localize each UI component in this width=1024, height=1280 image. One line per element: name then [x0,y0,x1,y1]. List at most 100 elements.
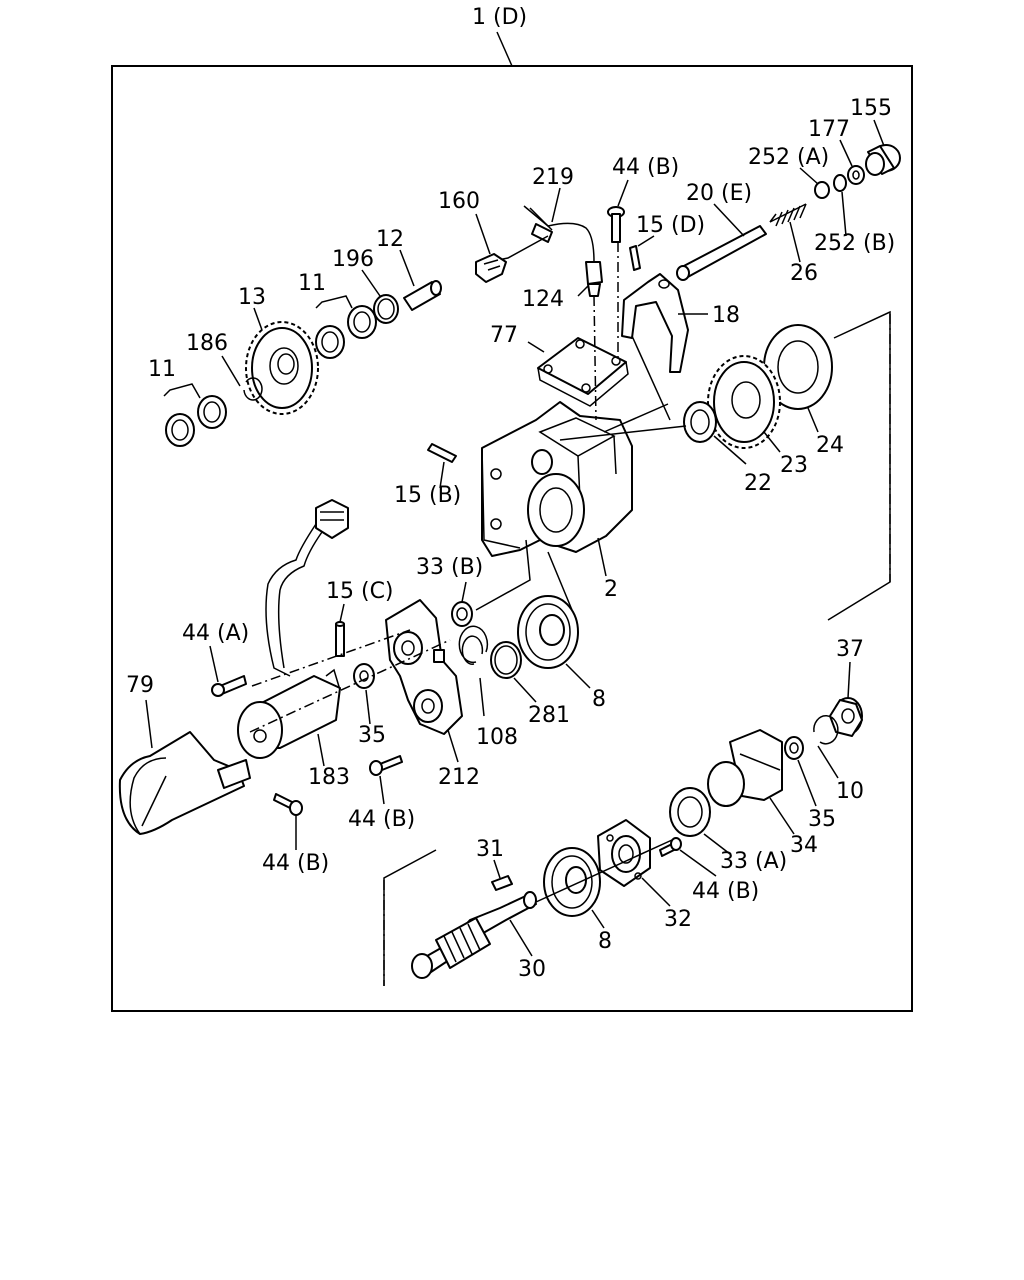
dowel-12[interactable] [403,280,442,311]
washer-33b[interactable] [451,601,473,627]
bolt-44b-mid[interactable] [369,755,403,776]
callout-24: 24 [816,433,844,458]
callout-212: 212 [438,765,480,790]
callout-79: 79 [126,673,154,698]
callout-11-mid: 11 [298,271,326,296]
washer-22[interactable] [683,401,717,443]
connector-160[interactable] [475,253,507,283]
centerline-actuator [249,639,451,733]
callout-44b-low: 44 (B) [692,879,759,904]
axis-housing-bearing [547,551,573,611]
pin-15d[interactable] [629,245,641,271]
shift-fork-18[interactable] [621,273,689,373]
shift-rail-20e[interactable] [676,225,767,281]
callout-26: 26 [790,261,818,286]
housing-2[interactable] [481,401,633,557]
bolt-44b-left[interactable] [273,793,303,816]
spring-26[interactable] [769,203,807,227]
sensor-harness-connector[interactable] [265,499,349,677]
callout-37: 37 [836,637,864,662]
bearing-177[interactable] [847,165,865,185]
bearing-11-mid[interactable] [315,305,377,359]
nut-37[interactable] [829,697,863,737]
callout-30: 30 [518,957,546,982]
callout-13: 13 [238,285,266,310]
callout-15d: 15 (D) [636,213,705,238]
callout-160: 160 [438,189,480,214]
callout-8-mid: 8 [592,687,606,712]
axis-lower [535,839,673,903]
callout-44a: 44 (A) [182,621,249,646]
callout-124: 124 [522,287,564,312]
axis-housing-left [475,539,531,611]
callout-177: 177 [808,117,850,142]
callout-15b: 15 (B) [394,483,461,508]
callout-33a: 33 (A) [720,849,787,874]
bolt-44b-low[interactable] [659,837,682,857]
centerline-bolt [251,629,411,687]
pin-15b[interactable] [427,443,457,463]
snap-ring-186[interactable] [243,377,263,401]
callout-281: 281 [528,703,570,728]
callout-20e: 20 (E) [686,181,752,206]
shaft-30[interactable] [411,891,537,979]
callout-31: 31 [476,837,504,862]
callout-22: 22 [744,471,772,496]
callout-108: 108 [476,725,518,750]
shim-281[interactable] [490,641,522,679]
cover-79[interactable] [118,731,251,835]
washer-252b[interactable] [833,174,847,192]
bearing-8-low[interactable] [543,847,601,917]
callout-35-left: 35 [358,723,386,748]
washer-35-right[interactable] [784,736,804,760]
callout-186: 186 [186,331,228,356]
callout-8-low: 8 [598,929,612,954]
bolt-44a[interactable] [211,675,247,697]
callout-44b-top: 44 (B) [612,155,679,180]
axis-upper [559,425,687,441]
callout-252a: 252 (A) [748,145,829,170]
seal-33a[interactable] [669,787,711,837]
cover-plate-77[interactable] [537,337,629,407]
bracket-right-upper [827,310,891,621]
callout-32: 32 [664,907,692,932]
leader-lines [145,119,885,957]
switch-124[interactable] [585,261,603,297]
snap-ring-108[interactable] [458,625,489,665]
callout-23: 23 [780,453,808,478]
callout-15c: 15 (C) [326,579,394,604]
callout-12: 12 [376,227,404,252]
callout-219: 219 [532,165,574,190]
callout-44b-left: 44 (B) [262,851,329,876]
washer-252a[interactable] [814,181,830,199]
bearing-8-mid[interactable] [517,595,579,669]
flange-34[interactable] [707,729,783,807]
washer-35-left[interactable] [353,663,375,689]
snap-ring-10[interactable] [813,715,839,745]
harness-219[interactable] [487,205,595,263]
centerline-fork [603,335,671,433]
retainer-32[interactable] [597,819,651,887]
diagram-frame [111,65,913,1012]
switch-bolt-44b[interactable] [607,206,625,243]
callout-155: 155 [850,96,892,121]
assembly-title: 1 (D) [472,5,527,30]
bushing-155[interactable] [865,144,901,176]
callout-2: 2 [604,577,618,602]
callout-33b: 33 (B) [416,555,483,580]
centerline-switch [593,295,597,421]
ring-196[interactable] [373,294,399,324]
gear-13[interactable] [245,321,319,415]
callout-10: 10 [836,779,864,804]
gear-23[interactable] [707,355,781,449]
callout-35-right: 35 [808,807,836,832]
bracket-212[interactable] [385,599,463,735]
callout-11-left: 11 [148,357,176,382]
pin-15c[interactable] [335,621,345,657]
callout-183: 183 [308,765,350,790]
key-31[interactable] [491,875,513,891]
callout-252b: 252 (B) [814,231,895,256]
bearing-11-left[interactable] [165,395,227,447]
callout-44b-mid: 44 (B) [348,807,415,832]
